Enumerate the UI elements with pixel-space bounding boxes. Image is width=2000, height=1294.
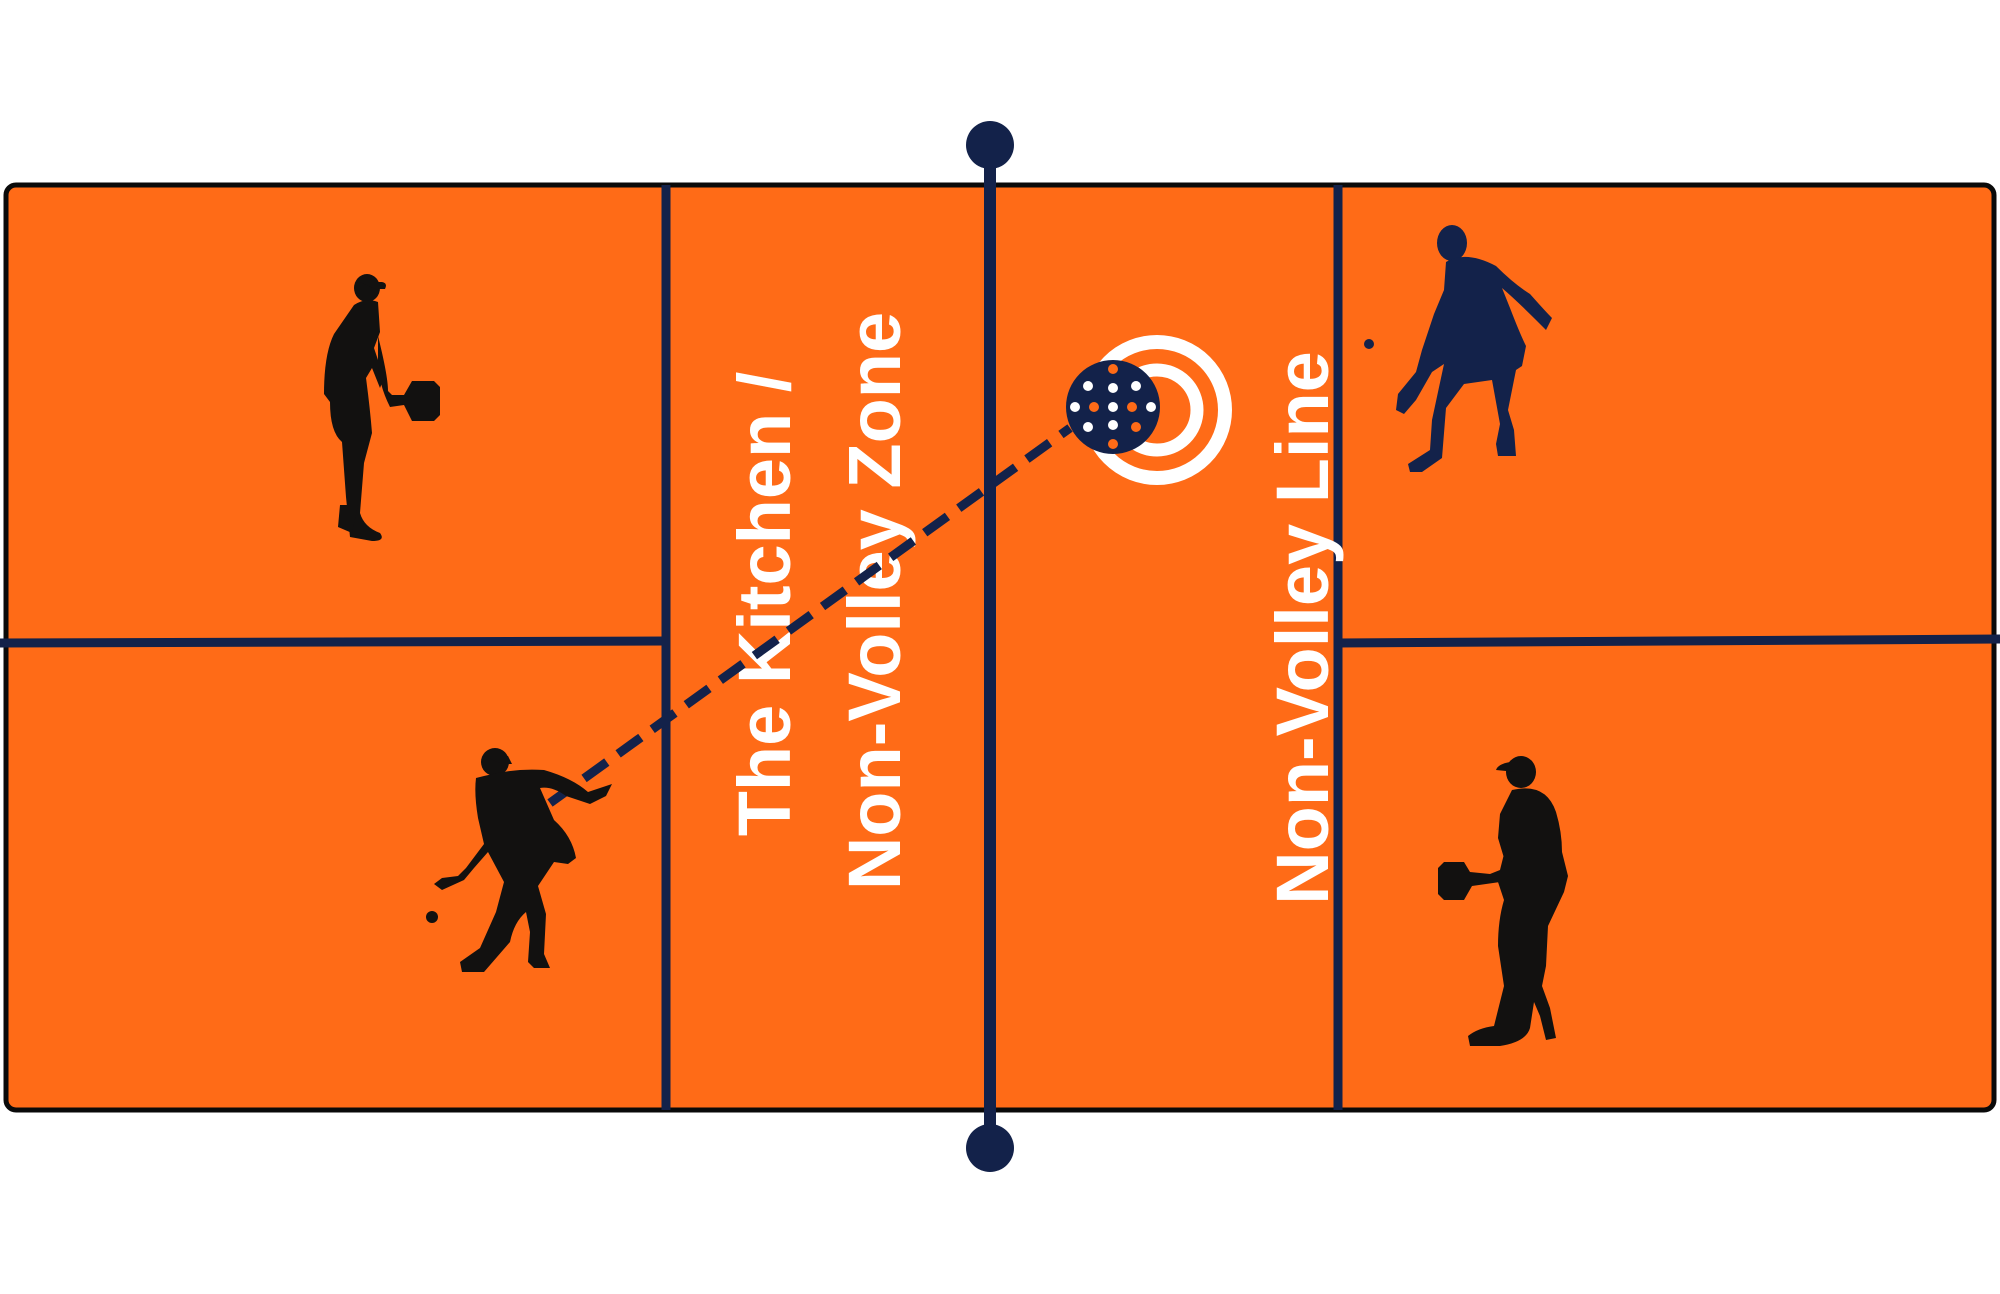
left-centerline	[0, 636, 667, 648]
ball-path-dashed	[547, 424, 1073, 807]
kitchen-label: The Kitchen /	[723, 372, 806, 837]
player-top-left-silhouette	[324, 274, 440, 541]
net-post-top	[966, 121, 1014, 169]
right-centerline	[1337, 634, 2000, 648]
court-surface	[3, 182, 1997, 1113]
pickleball-icon	[1066, 360, 1160, 454]
kitchen-label-line1: The Kitchen /	[723, 372, 806, 837]
player-top-right-silhouette	[1364, 225, 1552, 472]
player-bottom-left-silhouette	[426, 748, 612, 972]
non-volley-zone-label: Non-Volley Zone	[833, 312, 916, 890]
kitchen-label-line2: Non-Volley Zone	[833, 312, 916, 890]
net-post-bottom	[966, 1124, 1014, 1172]
nvl-label-text: Non-Volley Line	[1261, 351, 1344, 905]
non-volley-line-label: Non-Volley Line	[1261, 351, 1344, 905]
player-bottom-right-silhouette	[1438, 756, 1568, 1046]
